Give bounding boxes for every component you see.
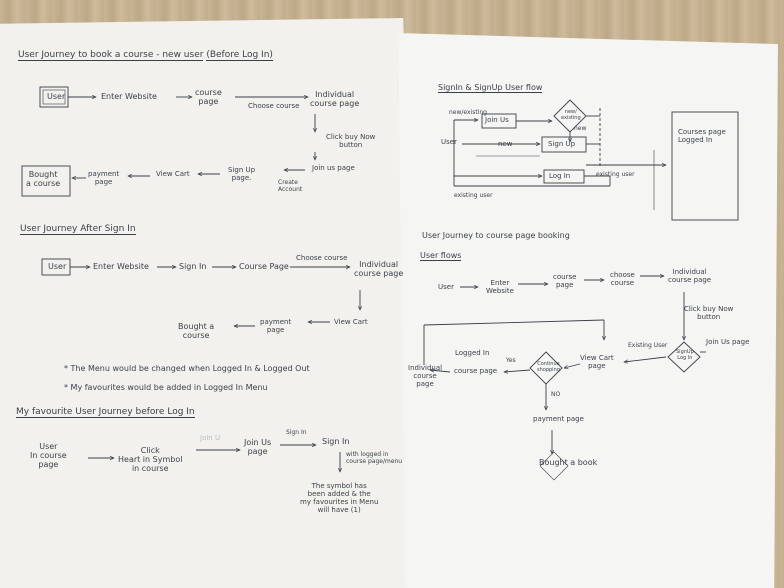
j1-bought-course: Bought a course [26,170,61,189]
f1-log-in: Log In [549,172,571,180]
j2-user: User [48,262,67,271]
note-favourites: * My favourites would be added in Logged… [64,383,268,392]
f2-click-buy-now: Click buy Now button [684,305,734,322]
j2-view-cart: View Cart [334,318,368,326]
j1-view-cart: View Cart [156,170,190,178]
f1-existing-user-bottom: existing user [454,192,493,199]
f2-choose-course: choose course [610,271,635,288]
note-menu-change: * The Menu would be changed when Logged … [64,364,310,373]
j3-with-logged-in: with logged in course page/menu [346,451,403,465]
j1-click-buy-now: Click buy Now button [326,133,376,150]
f1-join-us: Join Us [485,116,509,124]
j1-enter-website: Enter Website [101,92,157,101]
j1-user: User [47,92,66,101]
f2-individual-course-page-2: Individual course page [408,364,443,389]
j2-course-page: Course Page [239,262,289,271]
f1-new-existing: new/existing [449,109,487,116]
j2-bought-course: Bought a course [178,322,215,341]
f2-enter-website: Enter Website [486,279,514,296]
journey3-title: My favourite User Journey before Log In [16,407,195,418]
f1-user: User [441,138,457,146]
j3-sign-in-small: Sign In [286,429,307,436]
box-bought-j1 [21,165,71,197]
f2-decision-signup-login: SignUp Log In [676,349,694,361]
f2-view-cart-page: View Cart page [580,354,614,371]
j3-click-heart: Click Heart in Symbol in course [118,446,183,474]
j3-sign-in: Sign In [322,437,350,446]
f2-individual-course-page: Individual course page [668,268,712,285]
decision-signup-login [667,341,701,373]
j3-result-note: The symbol has been added & the my favou… [300,482,379,515]
j1-join-us-page: Join us page [312,164,355,172]
flow1-title: SignIn & SignUp User flow [438,83,543,93]
f1-decision-label: new/ existing [561,109,581,121]
f2-logged-in: Logged In [455,349,490,357]
f1-new-mid: new [498,140,513,148]
flow2-subtitle: User flows [420,251,462,261]
f1-new-top: new [574,125,587,132]
j1-create-account: Create Account [278,179,303,193]
j1-individual-course-page: Individual course page [310,90,360,109]
j3-faint-join: Join U [200,434,221,442]
right-paper-sheet [398,33,778,588]
f2-user: User [438,283,454,291]
j1-payment-page: payment page [88,170,120,187]
j1-choose-course: Choose course [248,102,300,110]
j1-course-page: course page [195,88,222,107]
f2-existing-user: Existing User [628,342,668,349]
f2-no: NO [551,391,561,398]
j2-choose-course: Choose course [296,254,348,262]
flow2-title: User Journey to course page booking [422,231,570,240]
box-log-in [543,169,585,184]
left-paper-sheet [0,18,420,588]
j2-individual-course-page: Individual course page [354,260,404,279]
f2-yes: Yes [506,357,516,364]
f2-payment-page: payment page [533,415,584,423]
f1-courses-logged-in: Courses page Logged In [678,128,726,145]
f2-course-page-2: course page [454,367,498,375]
f2-join-us-page: Join Us page [706,338,750,346]
f1-existing-user: existing user [596,171,635,178]
f1-sign-up: Sign Up [548,140,576,148]
box-courses-logged-in [671,111,739,221]
f2-continue-shopping: Continue shopping [537,361,560,373]
box-sign-up [541,136,587,153]
journey2-title: User Journey After Sign In [20,224,136,235]
journey1-title-note: (Before Log In) [206,50,273,61]
j3-user-in-course-page: User In course page [30,442,67,470]
j2-sign-in: Sign In [179,262,207,271]
f2-course-page: course page [553,273,577,290]
j2-enter-website: Enter Website [93,262,149,271]
j2-payment-page: payment page [260,318,292,335]
j3-join-us-page: Join Us page [244,438,272,457]
f2-bought-a-book: Bought a book [539,458,598,467]
journey1-title: User Journey to book a course - new user… [18,50,273,61]
j1-sign-up-page: Sign Up page. [228,166,256,183]
